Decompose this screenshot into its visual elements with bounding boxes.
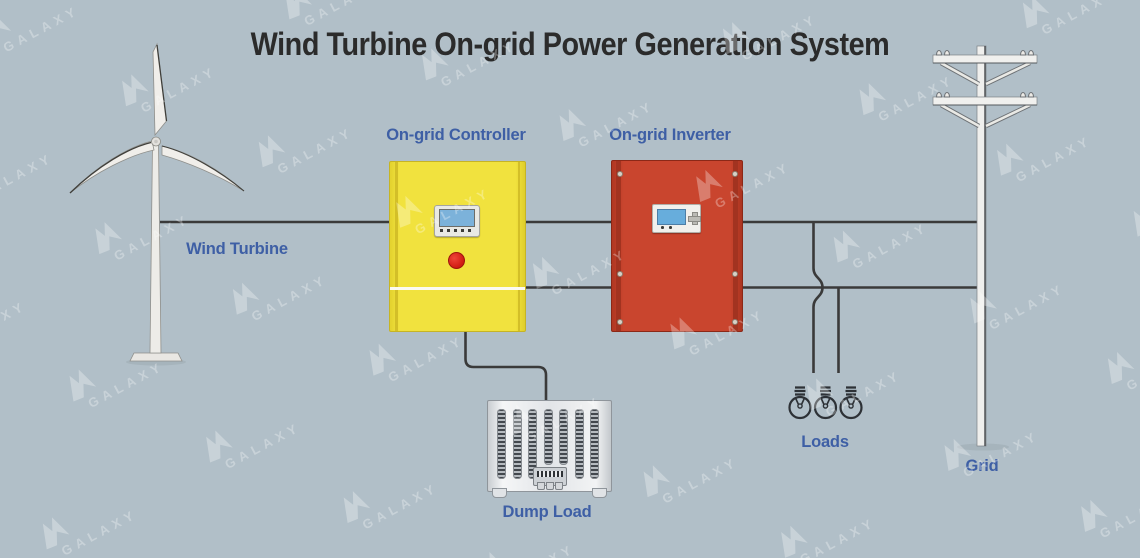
dump-load-terminal (533, 467, 567, 490)
vent-slot (512, 409, 522, 479)
vent-slot (559, 409, 568, 465)
turbine-blade-left-edge (69, 141, 152, 194)
terminal-contacts (537, 471, 563, 477)
pole-shadow (957, 443, 1009, 451)
dump-load-box (487, 400, 612, 498)
screw-icon (616, 171, 623, 177)
controller-display (434, 205, 480, 237)
inverter-indicator-dot (661, 226, 664, 229)
controller-panel-seam (390, 287, 525, 290)
terminal-tab (537, 482, 545, 490)
load-bulbs (788, 386, 863, 420)
label-dump-load: Dump Load (502, 503, 592, 521)
wires (160, 220, 980, 401)
screw-icon (731, 319, 738, 325)
controller-red-button (448, 252, 465, 269)
wire-loads-drop-1 (812, 222, 824, 373)
controller-box (389, 161, 526, 332)
screw-icon (616, 319, 623, 325)
terminal-tab (555, 482, 563, 490)
turbine-base (129, 352, 183, 362)
wire-controller-to-dumpload (464, 330, 548, 401)
light-bulb-icon (788, 386, 812, 420)
turbine-blade-right-edge (161, 145, 245, 192)
vent-slot (528, 409, 537, 479)
inverter-edge-strip (733, 161, 738, 331)
controller-edge-strip (517, 162, 520, 331)
utility-pole-illustration (932, 45, 1038, 451)
label-inverter: On-grid Inverter (609, 126, 731, 144)
pole-braces (939, 60, 1031, 129)
controller-edge-strip (395, 162, 398, 331)
label-controller: On-grid Controller (386, 126, 526, 144)
screw-icon (731, 171, 738, 177)
vent-slot (574, 409, 584, 479)
light-bulb-icon (813, 386, 838, 420)
inverter-lcd-screen (657, 209, 686, 225)
pole-crossarm-bottom (932, 96, 1038, 106)
vent-slot (590, 409, 599, 479)
label-loads: Loads (801, 433, 849, 451)
turbine-blade-top (152, 42, 167, 137)
turbine-blade-right (161, 145, 245, 192)
pole-insulators (935, 50, 1035, 98)
vent-slot (497, 409, 506, 479)
pole-crossarm-top (932, 54, 1038, 64)
inverter-display (652, 204, 701, 233)
turbine-hub-nose (154, 139, 158, 144)
pole-mast (976, 45, 987, 447)
terminal-tab (546, 482, 554, 490)
light-bulb-icon (839, 386, 863, 420)
dump-load-foot (592, 488, 607, 498)
label-grid: Grid (965, 457, 999, 475)
wind-turbine-illustration (69, 42, 245, 366)
inverter-edge-strip (616, 161, 621, 331)
turbine-blade-top-edge (156, 44, 168, 122)
inverter-indicator-dot (669, 226, 672, 229)
inverter-dpad-button (688, 212, 701, 225)
inverter-box (611, 160, 743, 332)
screw-icon (616, 271, 623, 277)
page-title: Wind Turbine On-grid Power Generation Sy… (250, 26, 890, 62)
controller-lcd-screen (439, 209, 475, 227)
vent-slot (543, 409, 553, 465)
turbine-blade-left (69, 140, 155, 194)
controller-keypad (440, 229, 473, 232)
dump-load-foot (492, 488, 507, 498)
screw-icon (731, 271, 738, 277)
label-wind-turbine: Wind Turbine (186, 240, 288, 258)
